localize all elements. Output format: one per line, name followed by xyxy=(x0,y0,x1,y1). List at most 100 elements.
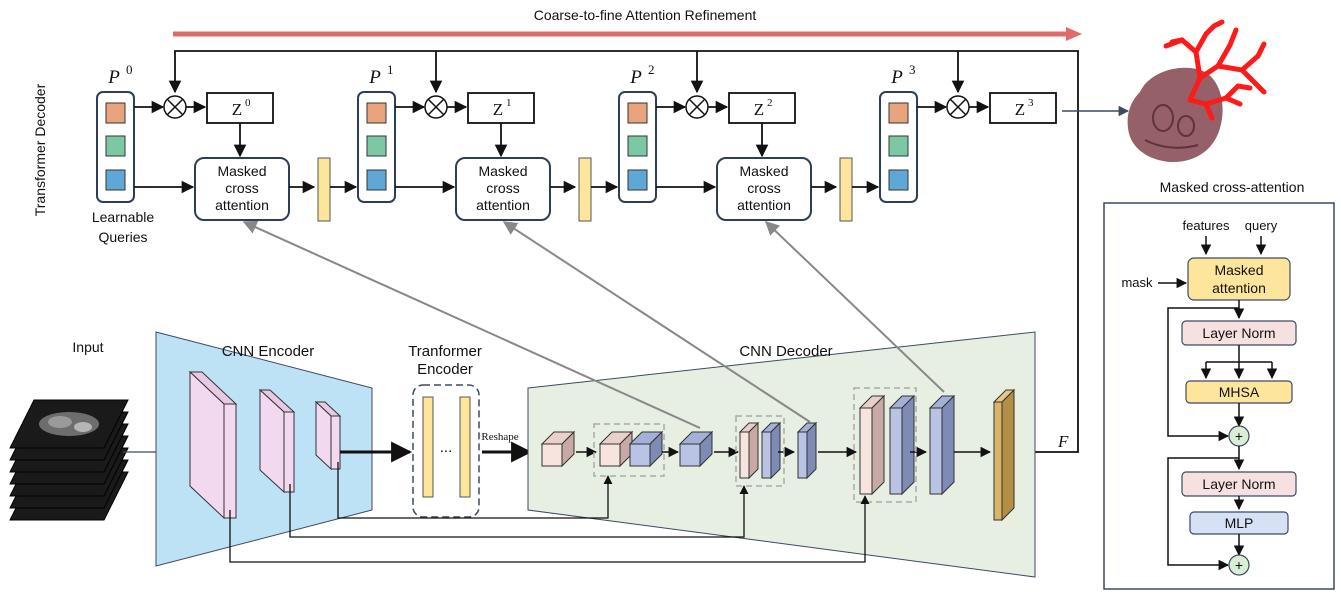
query-label-0: P xyxy=(107,67,120,88)
segmentation-output-image xyxy=(1127,19,1267,163)
masked-attention-line1-2: Masked xyxy=(739,163,788,179)
decoder-cube-1 xyxy=(540,430,576,468)
queries-caption-line2: Queries xyxy=(98,229,147,245)
z-label-3: Z xyxy=(1015,100,1025,119)
z-box-1 xyxy=(467,92,535,124)
query-label-sup-1: 1 xyxy=(387,62,394,77)
query-label-1: P xyxy=(368,67,381,88)
z-label-sup-1: 1 xyxy=(506,97,512,109)
decoder-to-attention-2 xyxy=(502,221,811,423)
refinement-title: Coarse-to-fine Attention Refinement xyxy=(534,7,757,23)
attention-output-token-2 xyxy=(839,157,853,222)
multiply-x-b-1 xyxy=(427,98,445,116)
decoder-map-6a xyxy=(858,394,886,496)
masked-attention-line3-1: attention xyxy=(476,197,530,213)
inset-masked-attention-line2: attention xyxy=(1212,280,1266,296)
skip-connection-3 xyxy=(229,495,870,563)
feature-feedback-line xyxy=(168,50,1079,453)
skip-connection-2 xyxy=(289,484,749,538)
encoder-feature-map-2 xyxy=(258,388,296,494)
query-token-green-2 xyxy=(627,135,648,157)
encoder-feature-map-3 xyxy=(314,400,342,471)
query-label-sup-0: 0 xyxy=(126,62,133,77)
query-token-green-1 xyxy=(366,135,387,157)
masked-attention-line1-0: Masked xyxy=(217,163,266,179)
inset-mlp-label: MLP xyxy=(1225,515,1254,531)
input-label: Input xyxy=(72,339,103,355)
z-box-3 xyxy=(989,92,1057,124)
decoder-final-map xyxy=(992,388,1016,522)
masked-attention-line1-1: Masked xyxy=(478,163,527,179)
decoder-map-6b xyxy=(888,394,916,496)
z-label-sup-0: 0 xyxy=(245,97,251,109)
refinement-arrow-head xyxy=(1066,27,1082,41)
attention-output-token-1 xyxy=(578,157,592,222)
inset-layer-norm-1-label: Layer Norm xyxy=(1202,325,1275,341)
inset-title: Masked cross-attention xyxy=(1160,179,1305,195)
masked-attention-line2-1: cross xyxy=(486,180,519,196)
decoder-to-attention-1 xyxy=(242,220,701,429)
reshape-label: Reshape xyxy=(481,431,518,443)
decoder-to-attention-3 xyxy=(764,221,945,393)
query-token-blue-0 xyxy=(105,169,126,191)
inset-residual-1 xyxy=(1167,307,1239,442)
transformer-token-1 xyxy=(422,396,434,498)
ct-slice-0 xyxy=(9,399,129,449)
cnn-decoder-label: CNN Decoder xyxy=(739,343,832,360)
decoder-map-4a xyxy=(738,421,760,480)
query-token-orange-1 xyxy=(366,102,387,124)
transformer-token-2 xyxy=(459,396,471,498)
z-label-sup-3: 3 xyxy=(1028,97,1034,109)
decoder-feature-maps xyxy=(540,388,1016,522)
masked-attention-line3-0: attention xyxy=(215,197,269,213)
query-token-orange-3 xyxy=(888,102,909,124)
inset-plus-2-circle xyxy=(1228,554,1250,576)
z-label-2: Z xyxy=(754,100,764,119)
inset-query-label: query xyxy=(1245,218,1278,233)
concat-box-1 xyxy=(593,423,665,477)
query-token-blue-1 xyxy=(366,169,387,191)
inset-layer-norm-2-label: Layer Norm xyxy=(1202,476,1275,492)
multiply-x-b-2 xyxy=(688,98,706,116)
inset-mhsa-label: MHSA xyxy=(1219,384,1260,400)
skip-connection-1 xyxy=(337,462,613,519)
decoder-map-4b xyxy=(760,421,782,480)
inset-masked-attention-line1: Masked xyxy=(1214,262,1263,278)
inset-plus-1: + xyxy=(1235,428,1243,444)
queries-caption-line1: Learnable xyxy=(92,209,154,225)
z-label-sup-2: 2 xyxy=(767,97,773,109)
inset-plus-2: + xyxy=(1235,557,1243,573)
masked-attention-line2-2: cross xyxy=(747,180,780,196)
multiply-x-b-0 xyxy=(166,98,184,116)
query-token-blue-2 xyxy=(627,169,648,191)
multiply-x-b-3 xyxy=(949,98,967,116)
input-ct-stack xyxy=(9,399,129,521)
query-label-sup-3: 3 xyxy=(909,62,916,77)
masked-attention-block-0 xyxy=(194,157,290,221)
query-token-green-0 xyxy=(105,135,126,157)
side-label: Transformer Decoder xyxy=(32,83,48,216)
encoder-feature-map-1 xyxy=(188,370,238,520)
query-token-orange-0 xyxy=(105,102,126,124)
query-token-blue-3 xyxy=(888,169,909,191)
decoder-cube-3 xyxy=(678,430,714,468)
decoder-cube-2a xyxy=(598,430,634,468)
concat-box-3 xyxy=(853,387,917,503)
z-box-0 xyxy=(206,92,274,124)
decoder-map-7 xyxy=(928,394,956,496)
feature-label: F xyxy=(1057,432,1069,451)
query-token-orange-2 xyxy=(627,102,648,124)
inset-residual-2 xyxy=(1167,457,1239,571)
decoder-map-5 xyxy=(796,421,818,480)
z-label-0: Z xyxy=(232,100,242,119)
inset-features-label: features xyxy=(1183,218,1230,233)
transformer-ellipsis: ... xyxy=(440,439,453,456)
transformer-encoder-label-line2: Encoder xyxy=(417,361,473,378)
